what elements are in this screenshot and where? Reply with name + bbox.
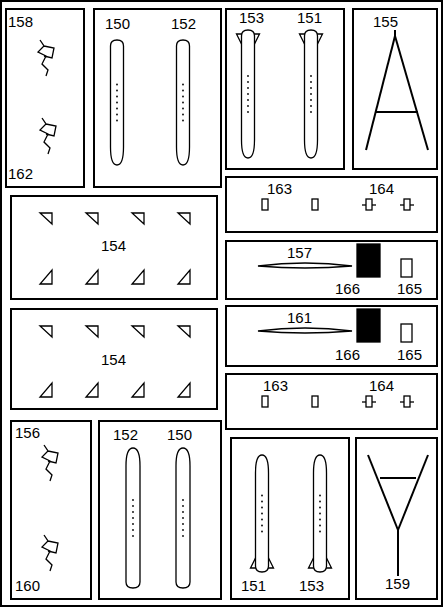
tab-part xyxy=(366,396,372,407)
callout-number: 160 xyxy=(14,578,41,594)
callout-number: 157 xyxy=(286,245,313,261)
tab-part xyxy=(366,199,372,210)
triangle-part xyxy=(40,270,52,284)
callout-number: 163 xyxy=(266,181,293,197)
pylon-part xyxy=(375,111,418,113)
triangle-part xyxy=(40,213,52,224)
callout-number: 152 xyxy=(170,16,197,32)
black-panel xyxy=(357,309,380,342)
triangle-part xyxy=(132,383,144,397)
triangle-part xyxy=(132,326,144,337)
clip-part xyxy=(38,40,54,76)
clear-part xyxy=(401,324,412,342)
callout-number: 155 xyxy=(372,14,399,30)
sprue-frame: 154 xyxy=(10,195,218,300)
callout-number: 163 xyxy=(262,378,289,394)
tab-part xyxy=(404,199,410,210)
clip-part xyxy=(42,445,58,481)
triangle-part xyxy=(40,383,52,397)
callout-number: 151 xyxy=(296,10,323,26)
bomb-part xyxy=(242,30,255,158)
callout-number: 153 xyxy=(238,10,265,26)
tab-part xyxy=(262,199,268,210)
triangle-part xyxy=(178,326,190,337)
sprue-frame: 154 xyxy=(10,308,218,410)
callout-number: 151 xyxy=(240,578,267,594)
sprue-frame: 150 152 xyxy=(93,8,222,188)
callout-number: 154 xyxy=(100,238,127,254)
callout-number: 165 xyxy=(396,281,423,297)
callout-number: 150 xyxy=(104,16,131,32)
sprue-frame: 159 xyxy=(355,437,438,600)
callout-number: 162 xyxy=(7,166,34,182)
callout-number: 158 xyxy=(7,14,34,30)
triangle-part xyxy=(86,383,98,397)
callout-number: 153 xyxy=(298,578,325,594)
clip-part xyxy=(42,535,58,571)
sprue-frame: 155 xyxy=(352,8,438,170)
bomb-part xyxy=(126,448,140,588)
sprue-frame: 156 160 xyxy=(10,420,92,600)
triangle-part xyxy=(132,213,144,224)
sprue-frame: 161 166 165 xyxy=(225,305,438,367)
callout-number: 166 xyxy=(334,281,361,297)
black-panel xyxy=(357,244,380,277)
triangle-part xyxy=(178,270,190,284)
callout-number: 165 xyxy=(396,347,423,363)
callout-number: 154 xyxy=(100,352,127,368)
sprue-frame: 153 151 xyxy=(225,8,345,170)
pylon-part xyxy=(380,477,416,479)
pylon-part xyxy=(394,30,396,36)
pylon-part xyxy=(398,455,428,530)
clip-part xyxy=(40,118,56,154)
sprue-frame: 152 150 xyxy=(98,420,222,600)
clear-part xyxy=(401,259,412,277)
sliver-part xyxy=(258,328,352,333)
tab-part xyxy=(312,199,318,210)
callout-number: 164 xyxy=(368,181,395,197)
tab-part xyxy=(312,396,318,407)
triangle-part xyxy=(178,213,190,224)
sliver-part xyxy=(258,263,352,268)
pylon-part xyxy=(368,455,398,530)
triangle-part xyxy=(86,326,98,337)
bomb-part xyxy=(314,455,327,572)
triangle-part xyxy=(40,326,52,337)
callout-number: 166 xyxy=(334,347,361,363)
sprue-frame: 163 164 xyxy=(225,176,438,233)
triangle-part xyxy=(86,270,98,284)
callout-number: 159 xyxy=(384,576,411,592)
sprue-frame: 151 153 xyxy=(230,437,350,600)
triangle-part xyxy=(86,213,98,224)
bomb-part xyxy=(111,40,124,165)
bomb-part xyxy=(176,448,190,588)
tab-part xyxy=(404,396,410,407)
triangle-part xyxy=(132,270,144,284)
pylon-part xyxy=(395,36,428,150)
sprue-frame: 158 162 xyxy=(5,8,85,188)
callout-number: 152 xyxy=(112,427,139,443)
bomb-part xyxy=(305,30,318,158)
callout-number: 161 xyxy=(286,310,313,326)
pylon-part xyxy=(366,36,395,150)
callout-number: 164 xyxy=(368,378,395,394)
sprue-frame: 157 166 165 xyxy=(225,240,438,300)
callout-number: 150 xyxy=(166,427,193,443)
sprue-frame: 163 164 xyxy=(225,373,438,430)
callout-number: 156 xyxy=(14,425,41,441)
tab-part xyxy=(262,396,268,407)
bomb-part xyxy=(256,455,269,572)
triangle-part xyxy=(178,383,190,397)
bomb-part xyxy=(177,40,190,165)
